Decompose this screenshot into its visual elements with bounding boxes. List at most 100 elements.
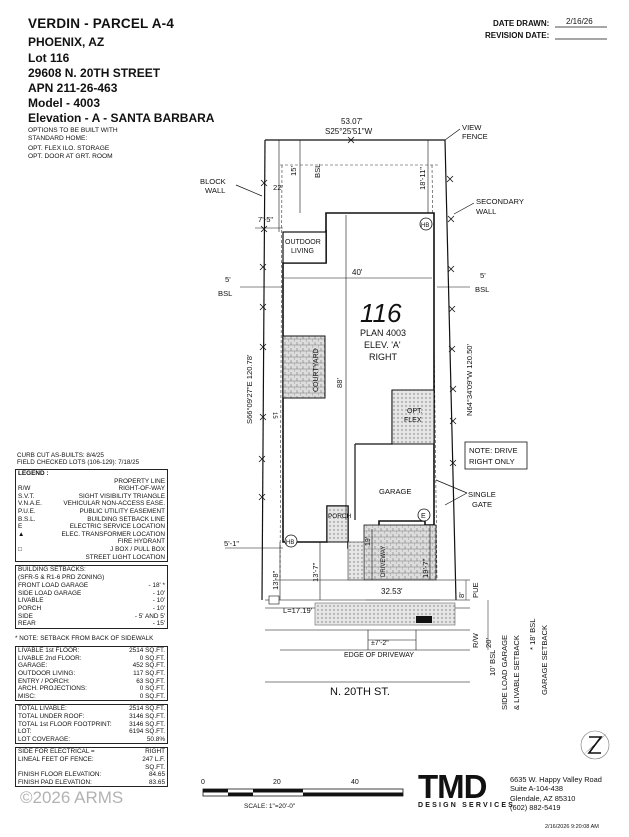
electrical-key: LINEAL FEET OF FENCE: [18,755,94,763]
scale-label: SCALE: 1"=20'-0" [244,803,296,810]
total-value: 3146 SQ.FT. [129,712,165,720]
legend-value: RIGHT-OF-WAY [118,485,165,493]
view-fence-label-2: FENCE [462,132,488,141]
top-dim: 53.07' [341,117,363,126]
electric-mark: E [421,513,426,520]
setback-row: SIDE- 5' AND 5' [16,613,167,621]
pue-label: PUE [471,582,480,598]
logo-text: TMD [418,768,487,805]
drawing-title: VERDIN - PARCEL A-4 [28,16,175,31]
single-gate-label: SINGLE [468,490,496,499]
hose-bib-rear-label: HB [421,223,429,229]
scale-20: 20 [273,779,281,786]
electrical-key: FINISH PAD ELEVATION: [18,778,92,786]
scale-bar [202,788,404,797]
setback-key: SIDE LOAD GARAGE [18,589,82,597]
setback-row: REAR- 15' [16,620,167,628]
left-bsl: BSL [218,289,232,298]
hose-bib-front [284,534,298,548]
logo-subtitle: DESIGN SERVICES [418,802,516,809]
opt-flex-label: OPT. [407,408,423,415]
setback-key: LIVABLE [18,597,44,605]
area-row: ENTRY / PORCH:63 SQ.FT. [16,678,167,686]
scale-40: 40 [351,779,359,786]
side-load-setback: SIDE LOAD GARAGE [500,635,509,710]
rear-dim-15: 15' [289,166,298,176]
garage-label: GARAGE [379,487,412,496]
legend-value: VEHICULAR NON-ACCESS EASE. [63,500,165,508]
area-key: ENTRY / PORCH: [18,677,70,685]
company-logo: TMD DESIGN SERVICES [418,768,516,809]
top-bearing: S25°25'51"W [325,127,373,136]
block-wall-label: BLOCK [200,177,226,186]
totals-box: TOTAL LIVABLE:2514 SQ.FT.TOTAL UNDER ROO… [15,704,168,745]
electrical-value: 84.65 [149,771,165,779]
opt-flex-label-2: FLEX [404,417,422,424]
right-bsl: BSL [475,285,489,294]
setback-value: - 10' [152,597,165,605]
area-key: LIVABLE 2nd FLOOR: [18,654,82,662]
electrical-key: FINISH FLOOR ELEVATION: [18,771,102,779]
setback-value: - 15' [152,620,165,628]
pull-box [268,595,280,605]
legend-key: ▲ [18,530,25,538]
total-value: 2514 SQ.FT. [129,705,165,713]
setback-row: PORCH- 10' [16,605,167,613]
opt-flex-area [391,389,435,445]
area-key: MISC: [18,692,36,700]
options-heading: OPTIONS TO BE BUILT WITH [28,127,118,134]
total-value: 3146 SQ.FT. [129,720,165,728]
legend-row: B.S.L. BUILDING SETBACK LINE [16,516,167,524]
address-line-2: Suite A-104-438 [510,784,564,794]
legend-value: BUILDING SETBACK LINE [87,515,165,523]
elevation: Elevation - A - SANTA BARBARA [28,111,215,125]
setbacks-title: BUILDING SETBACKS: [18,566,86,574]
setbacks-box: BUILDING SETBACKS: (SFR-5 & R1-6 PRD ZON… [15,565,168,629]
drive-note-1: NOTE: DRIVE [469,446,518,455]
options-heading-2: STANDARD HOME: [28,135,88,142]
legend-row: S.V.T. SIGHT VISIBILITY TRIANGLE [16,493,167,501]
sidewalk [314,602,456,626]
legend-value: SIGHT VISIBILITY TRIANGLE [78,492,165,500]
dim-32-53: 32.53' [381,587,403,596]
address-line-3: Glendale, AZ 85310 [510,793,576,803]
date-drawn-label: DATE DRAWN: [493,19,550,28]
total-row: TOTAL 1st FLOOR FOOTPRINT:3146 SQ.FT. [16,721,167,729]
dim-19: 19' [365,537,372,546]
electrical-value: RIGHT [145,748,165,756]
total-row: TOTAL UNDER ROOF:3146 SQ.FT. [16,713,167,721]
option-1: OPT. FLEX ILO. STORAGE [28,145,110,152]
address: 29608 N. 20TH STREET [28,66,161,80]
dim-19-7: 19'-7" [421,558,430,578]
area-key: LIVABLE 1st FLOOR: [18,647,80,655]
legend-value: FIRE HYDRANT [117,538,165,546]
outdoor-living-area [282,231,327,264]
legend-key: S.V.T. [18,492,35,500]
setback-key: SIDE [18,612,33,620]
option-2: OPT. DOOR AT GRT. ROOM [28,153,113,160]
hose-bib-rear [419,217,433,231]
legend-title: LEGEND : [18,470,49,477]
block-wall-label-2: WALL [205,186,225,195]
model: Model - 4003 [28,96,101,110]
electrical-row: SQ.FT. [16,764,167,772]
rw-label: R/W [471,632,480,648]
legend-row: FIRE HYDRANT [16,538,167,546]
electric-service [417,508,431,522]
dim-7-5: 7'-5" [258,215,273,224]
dim-13-7: 13'-7" [311,562,320,582]
electrical-row: SIDE FOR ELECTRICAL =RIGHT [16,748,167,756]
setback-value: - 10' [152,589,165,597]
secondary-wall-label: SECONDARY [476,197,524,206]
legend-key: P.U.E. [18,507,36,515]
legend-key: B.S.L. [18,515,36,523]
area-row: MISC:0 SQ.FT. [16,693,167,701]
legend-value: ELEC. TRANSFORMER LOCATION [61,530,165,538]
company-address: 6635 W. Happy Valley Road Suite A-104-43… [510,775,602,813]
setback-value: - 10' [152,604,165,612]
setback-value: - 18' * [148,582,166,590]
plan-label: PLAN 4003 [360,328,406,338]
legend-key: V.N.A.E. [18,500,42,508]
